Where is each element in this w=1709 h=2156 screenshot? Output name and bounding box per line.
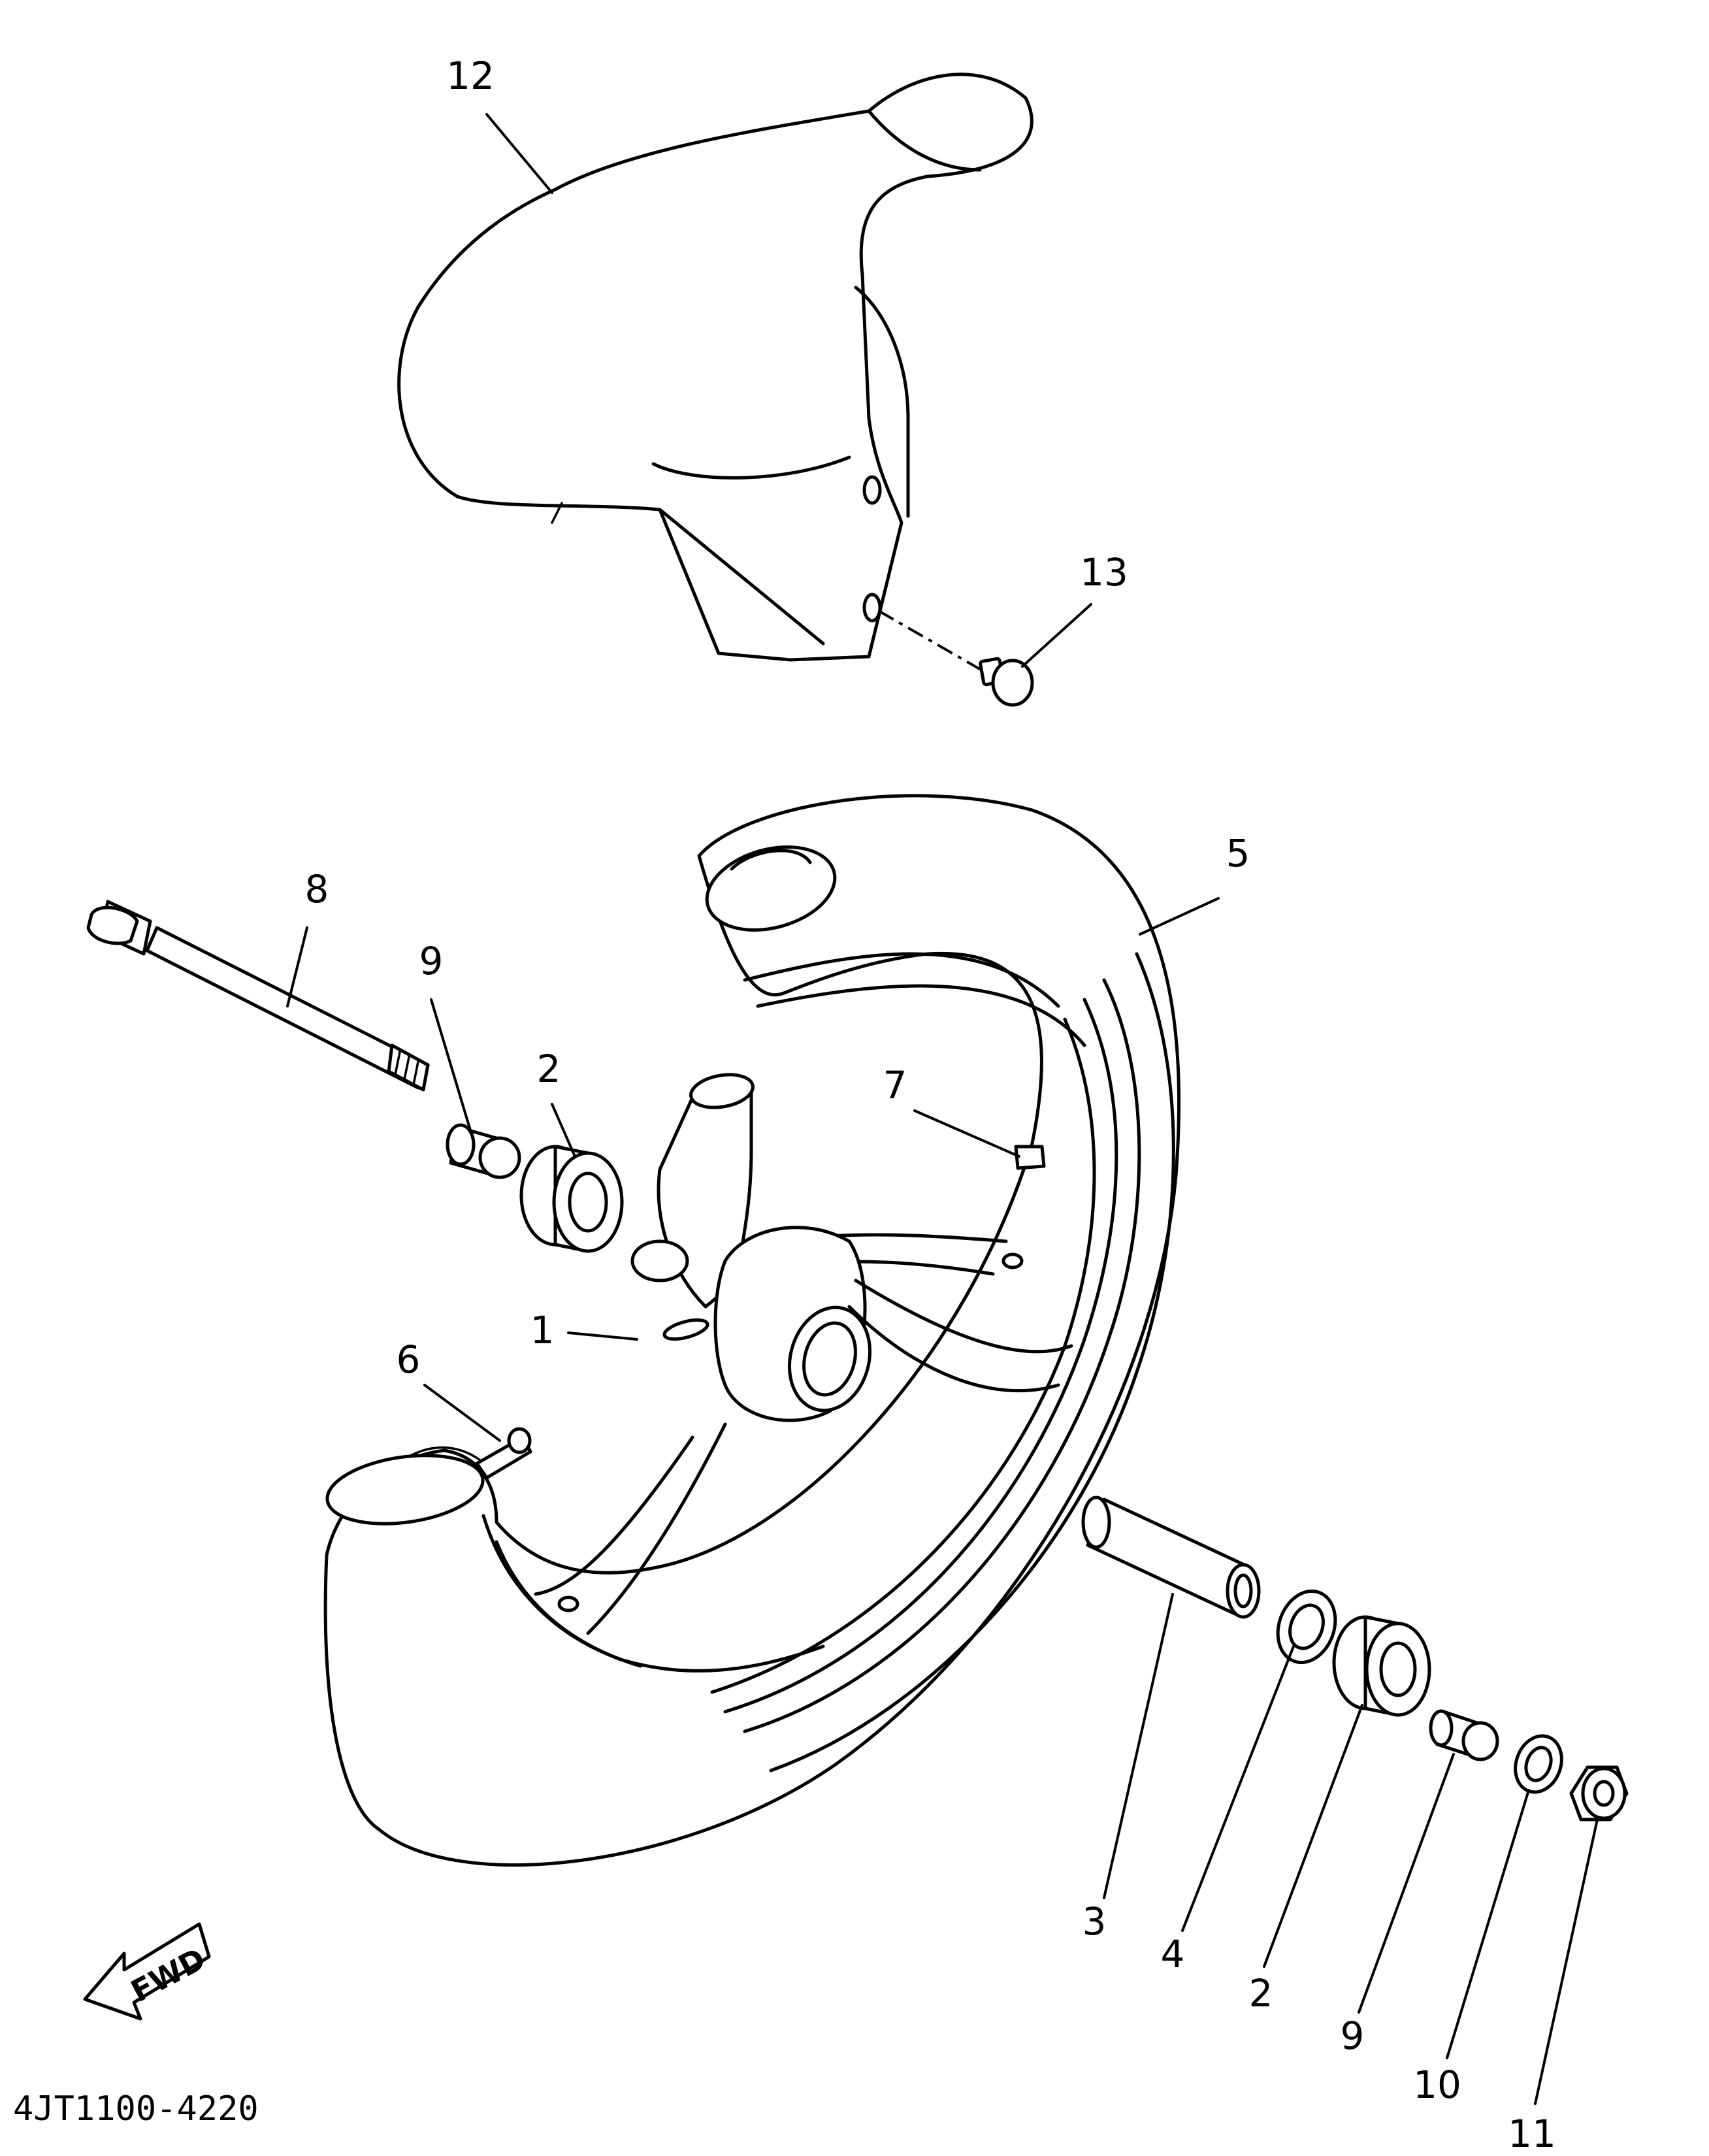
washer xyxy=(1514,1734,1563,1794)
callout-2-right: 2 xyxy=(1249,1971,1273,2016)
callout-3: 3 xyxy=(1082,1899,1107,1944)
forward-arrow-icon: FWD xyxy=(83,1922,211,2021)
oil-seal xyxy=(1276,1589,1337,1665)
balance-weight xyxy=(1014,1145,1046,1170)
tire xyxy=(323,794,1181,1867)
collar-right xyxy=(1429,1709,1499,1761)
callout-7: 7 xyxy=(883,1063,907,1107)
leader-lines xyxy=(286,113,1599,2105)
axle-spacer xyxy=(1081,1495,1261,1619)
callout-9-right: 9 xyxy=(1341,2014,1365,2058)
wheel-hub xyxy=(534,1073,1073,1635)
callout-2-left: 2 xyxy=(537,1047,561,1091)
callout-9-left: 9 xyxy=(419,939,444,983)
bearing-right xyxy=(1332,1615,1431,1717)
callout-10: 10 xyxy=(1413,2063,1461,2107)
tire-valve xyxy=(407,1427,532,1480)
collar-left xyxy=(446,1123,521,1179)
axle-nut xyxy=(1569,1765,1629,1821)
diagram-code: 4JT1100-4220 xyxy=(13,2089,259,2129)
callout-4: 4 xyxy=(1161,1932,1185,1976)
callout-11: 11 xyxy=(1508,2112,1556,2156)
callout-5: 5 xyxy=(1226,831,1250,875)
callout-6: 6 xyxy=(397,1337,421,1382)
callout-labels: 12 13 5 8 9 2 7 1 6 3 4 2 9 10 11 xyxy=(305,54,1556,2156)
callout-8: 8 xyxy=(305,867,329,911)
callout-13: 13 xyxy=(1080,550,1128,595)
fender-bolt xyxy=(878,610,1034,707)
front-axle xyxy=(86,900,430,1092)
front-fender xyxy=(397,73,1034,662)
bearing-left xyxy=(519,1145,624,1253)
callout-1: 1 xyxy=(530,1308,555,1352)
callout-12: 12 xyxy=(446,54,495,98)
